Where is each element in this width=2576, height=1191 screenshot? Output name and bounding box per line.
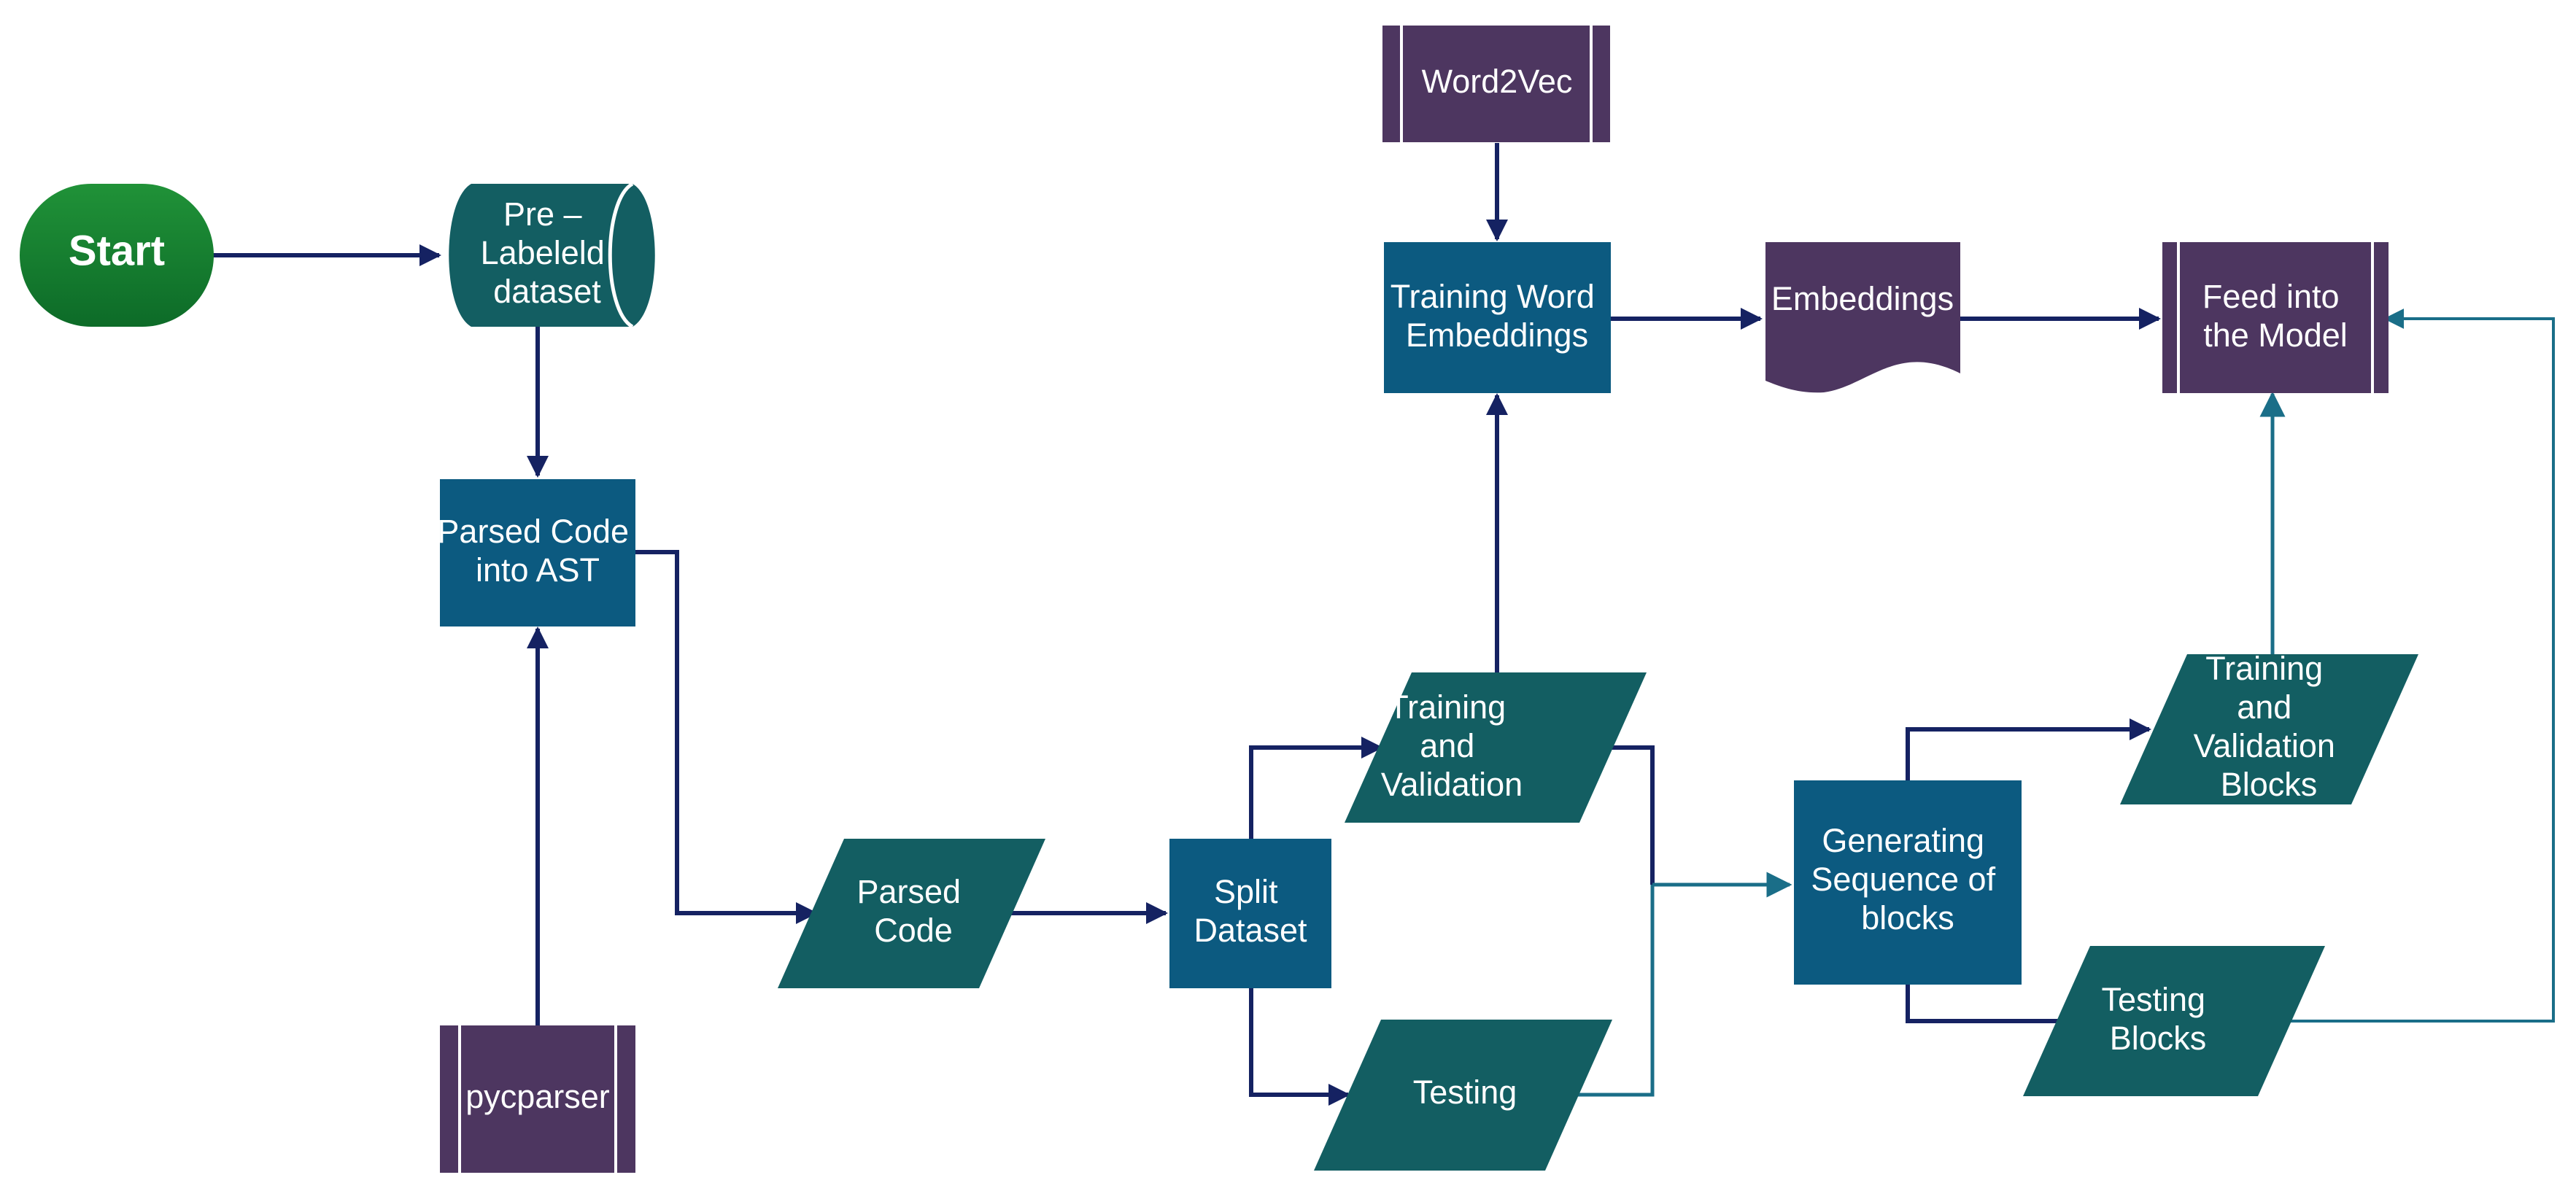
node-prelabeled-dataset: Pre – Labeleld dataset (449, 182, 655, 329)
node-word2vec: Word2Vec (1382, 26, 1610, 142)
node-feed-into-model: Feed into the Model (2162, 242, 2389, 393)
node-embeddings: Embeddings (1765, 242, 1960, 393)
train-val-blocks-line-4: Blocks (2221, 766, 2318, 803)
split-line-1: Split (1214, 873, 1278, 910)
node-training-validation-blocks: Training and Validation Blocks (2120, 650, 2418, 804)
prelabeled-line-3: dataset (493, 273, 601, 310)
data-parallelogram-shape (2023, 946, 2325, 1096)
training-emb-line-2: Embeddings (1406, 317, 1588, 354)
node-testing: Testing (1314, 1020, 1612, 1171)
prelabeled-line-2: Labeleld (481, 234, 605, 271)
node-parsed-code: Parsed Code (778, 839, 1045, 988)
split-label: Split Dataset (1194, 873, 1307, 949)
process-shape (440, 479, 635, 626)
gen-seq-label: Generating Sequence of blocks (1811, 822, 2004, 936)
testing-blocks-line-2: Blocks (2110, 1020, 2207, 1057)
node-training-validation: Training and Validation (1345, 672, 1647, 823)
training-emb-line-1: Training Word (1391, 278, 1595, 315)
node-pycparser: pycparser (440, 1025, 635, 1173)
arrow-split-to-testing (1249, 988, 1350, 1106)
gen-seq-line-2: Sequence of (1811, 861, 1995, 898)
gen-seq-line-3: blocks (1861, 899, 1954, 936)
train-val-line-2: and (1420, 727, 1474, 764)
process-shape (1169, 839, 1331, 988)
testing-label: Testing (1413, 1074, 1517, 1111)
train-val-line-1: Training (1388, 688, 1506, 726)
testing-blocks-label: Testing Blocks (2101, 981, 2214, 1057)
node-split-dataset: Split Dataset (1169, 839, 1331, 988)
gen-seq-line-1: Generating (1822, 822, 1984, 859)
line-testing-to-merge (1577, 885, 1655, 1097)
predefined-process-shape (2162, 242, 2389, 393)
train-val-label: Training and Validation (1381, 688, 1523, 803)
parsed-ast-line-1: Parsed Code (437, 513, 629, 550)
train-val-line-3: Validation (1381, 766, 1523, 803)
node-start: Start (20, 184, 214, 327)
split-line-2: Dataset (1194, 912, 1307, 949)
parsed-ast-line-2: into AST (476, 551, 600, 589)
predefined-process-shape (440, 1025, 635, 1173)
data-parallelogram-shape (1314, 1020, 1612, 1171)
prelabeled-line-1: Pre – (503, 195, 582, 233)
feed-model-label: Feed into the Model (2202, 278, 2348, 354)
arrow-split-to-trainval (1249, 737, 1383, 839)
pycparser-label: pycparser (465, 1078, 610, 1115)
parsed-code-line-1: Parsed (856, 873, 961, 910)
parsed-code-line-2: Code (874, 912, 953, 949)
start-label: Start (69, 227, 165, 274)
parsed-code-label: Parsed Code (856, 873, 970, 949)
stored-data-curve (608, 182, 634, 329)
line-trainval-to-merge (1609, 745, 1655, 885)
arrow-genseq-to-testingblocks (1906, 985, 2120, 1032)
document-shape (1765, 242, 1960, 393)
process-shape (1794, 780, 2022, 985)
data-parallelogram-shape (1345, 672, 1647, 823)
process-shape (1384, 242, 1611, 393)
train-val-blocks-label: Training and Validation Blocks (2194, 650, 2345, 803)
parsed-ast-label: Parsed Code into AST (437, 513, 638, 589)
arrow-ast-to-parsedcode (635, 550, 818, 924)
word2vec-label: Word2Vec (1422, 63, 1573, 100)
node-parsed-code-ast: Parsed Code into AST (437, 479, 638, 626)
train-val-blocks-line-2: and (2237, 688, 2291, 726)
node-generating-sequence: Generating Sequence of blocks (1794, 780, 2022, 985)
connectors (212, 143, 2555, 1106)
prelabeled-label: Pre – Labeleld dataset (481, 195, 614, 310)
start-terminator-shape (20, 184, 214, 327)
arrow-genseq-to-trainvalblocks (1906, 718, 2151, 780)
feed-model-line-2: the Model (2203, 317, 2348, 354)
stored-data-shape (449, 184, 655, 327)
node-testing-blocks: Testing Blocks (2023, 946, 2325, 1096)
data-parallelogram-shape (2120, 654, 2418, 804)
testing-blocks-line-1: Testing (2101, 981, 2205, 1018)
node-training-word-embeddings: Training Word Embeddings (1384, 242, 1611, 393)
predefined-process-shape (1382, 26, 1610, 142)
feed-model-line-1: Feed into (2202, 278, 2340, 315)
data-parallelogram-shape (778, 839, 1045, 988)
embeddings-label: Embeddings (1771, 280, 1954, 317)
training-emb-label: Training Word Embeddings (1391, 278, 1604, 354)
train-val-blocks-line-1: Training (2205, 650, 2323, 687)
train-val-blocks-line-3: Validation (2194, 727, 2335, 764)
arrow-testingblocks-to-feedmodel (2291, 309, 2555, 1023)
